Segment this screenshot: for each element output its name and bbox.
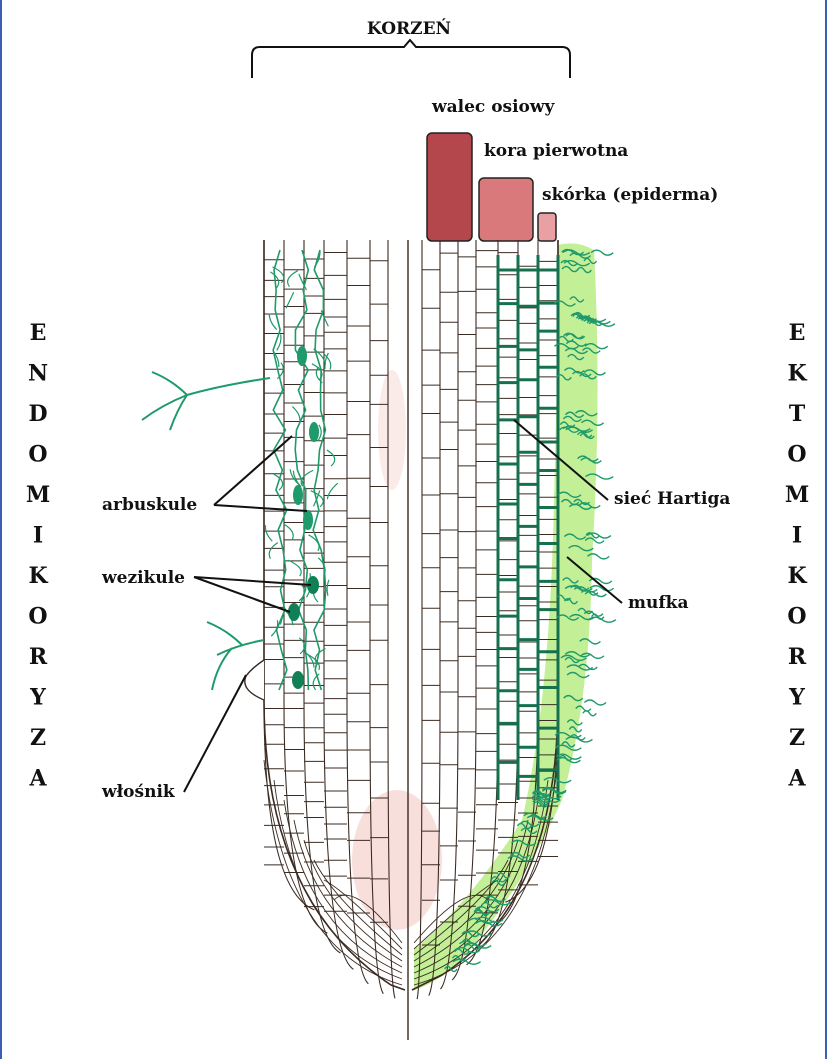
label-wezikule: wezikule xyxy=(101,568,185,588)
hypha-branch xyxy=(288,271,298,287)
ektomikoryza-letter: M xyxy=(785,482,809,508)
stele-tint xyxy=(378,370,406,490)
arbuscule xyxy=(309,422,319,442)
label-siec-hartiga: sieć Hartiga xyxy=(614,489,730,509)
vesicle xyxy=(292,671,304,689)
ektomikoryza-letter: T xyxy=(789,401,806,427)
endomikoryza-letter: O xyxy=(28,604,47,630)
ektomikoryza-letter: R xyxy=(788,644,807,670)
title-bracket xyxy=(252,40,570,78)
endomikoryza-letter: K xyxy=(28,563,48,589)
hypha-branch xyxy=(327,483,337,499)
endomikoryza-letter: N xyxy=(28,361,48,387)
ektomikoryza-letter: O xyxy=(787,604,806,630)
endomikoryza-letter: I xyxy=(33,523,43,549)
ektomikoryza-letter: K xyxy=(787,361,807,387)
ektomikoryza-letter: Y xyxy=(788,685,805,711)
external-hypha-upper xyxy=(142,372,270,430)
hypha-branch xyxy=(327,580,329,596)
meristem-tint xyxy=(352,790,442,930)
hypha-branch xyxy=(309,535,320,551)
hypha-branch xyxy=(286,292,294,308)
leader-arbuskule-1 xyxy=(214,436,292,505)
hypha-branch xyxy=(284,524,293,540)
ektomikoryza-letter: A xyxy=(787,766,806,792)
cell-column-line xyxy=(441,240,459,989)
arbuscule xyxy=(303,510,313,530)
mantle-hypha xyxy=(591,250,613,255)
endomikoryza-letter: A xyxy=(28,766,47,792)
title-korzen: KORZEŃ xyxy=(367,18,451,39)
endomikoryza-letter: Z xyxy=(30,725,46,751)
label-wlosnik: włośnik xyxy=(101,782,176,802)
ektomikoryza-letter: Z xyxy=(789,725,805,751)
legend-label-walec-osiowy: walec osiowy xyxy=(431,97,556,117)
hypha-branch xyxy=(321,310,328,326)
endomikoryza-letter: R xyxy=(29,644,48,670)
legend-label-kora-pierwotna: kora pierwotna xyxy=(484,141,628,161)
cell-column-line xyxy=(304,240,340,953)
mantle-hypha xyxy=(583,711,596,716)
endo-hyphae xyxy=(142,250,338,700)
arbuscule xyxy=(293,485,303,505)
endomikoryza-letter: O xyxy=(28,442,47,468)
hypha-branch xyxy=(269,543,278,559)
mantle-hypha xyxy=(584,700,606,705)
hypha-branch xyxy=(327,450,335,466)
leader-arbuskule-2 xyxy=(214,505,307,511)
legend-bar-walec-osiowy xyxy=(427,133,472,241)
legend-bar-skorka xyxy=(538,213,556,241)
ektomikoryza-letter: E xyxy=(789,320,806,346)
endomikoryza-letter: D xyxy=(28,401,47,427)
label-arbuskule: arbuskule xyxy=(102,495,197,515)
legend-label-skorka: skórka (epiderma) xyxy=(542,185,718,205)
ektomikoryza-letter: I xyxy=(792,523,802,549)
legend-bar-kora-pierwotna xyxy=(479,178,533,241)
ektomikoryza-letter: O xyxy=(787,442,806,468)
hypha-branch xyxy=(269,314,276,330)
arbuscule xyxy=(297,346,307,366)
endomikoryza-letter: E xyxy=(30,320,47,346)
hypha-branch xyxy=(265,525,272,541)
label-mufka: mufka xyxy=(628,593,688,613)
leader-wlosnik xyxy=(184,675,246,792)
endomikoryza-letter: M xyxy=(26,482,50,508)
root-hair xyxy=(245,660,264,700)
hypha-branch xyxy=(288,560,301,576)
ektomikoryza-letter: K xyxy=(787,563,807,589)
endomikoryza-letter: Y xyxy=(29,685,46,711)
hypha-branch xyxy=(292,407,300,423)
